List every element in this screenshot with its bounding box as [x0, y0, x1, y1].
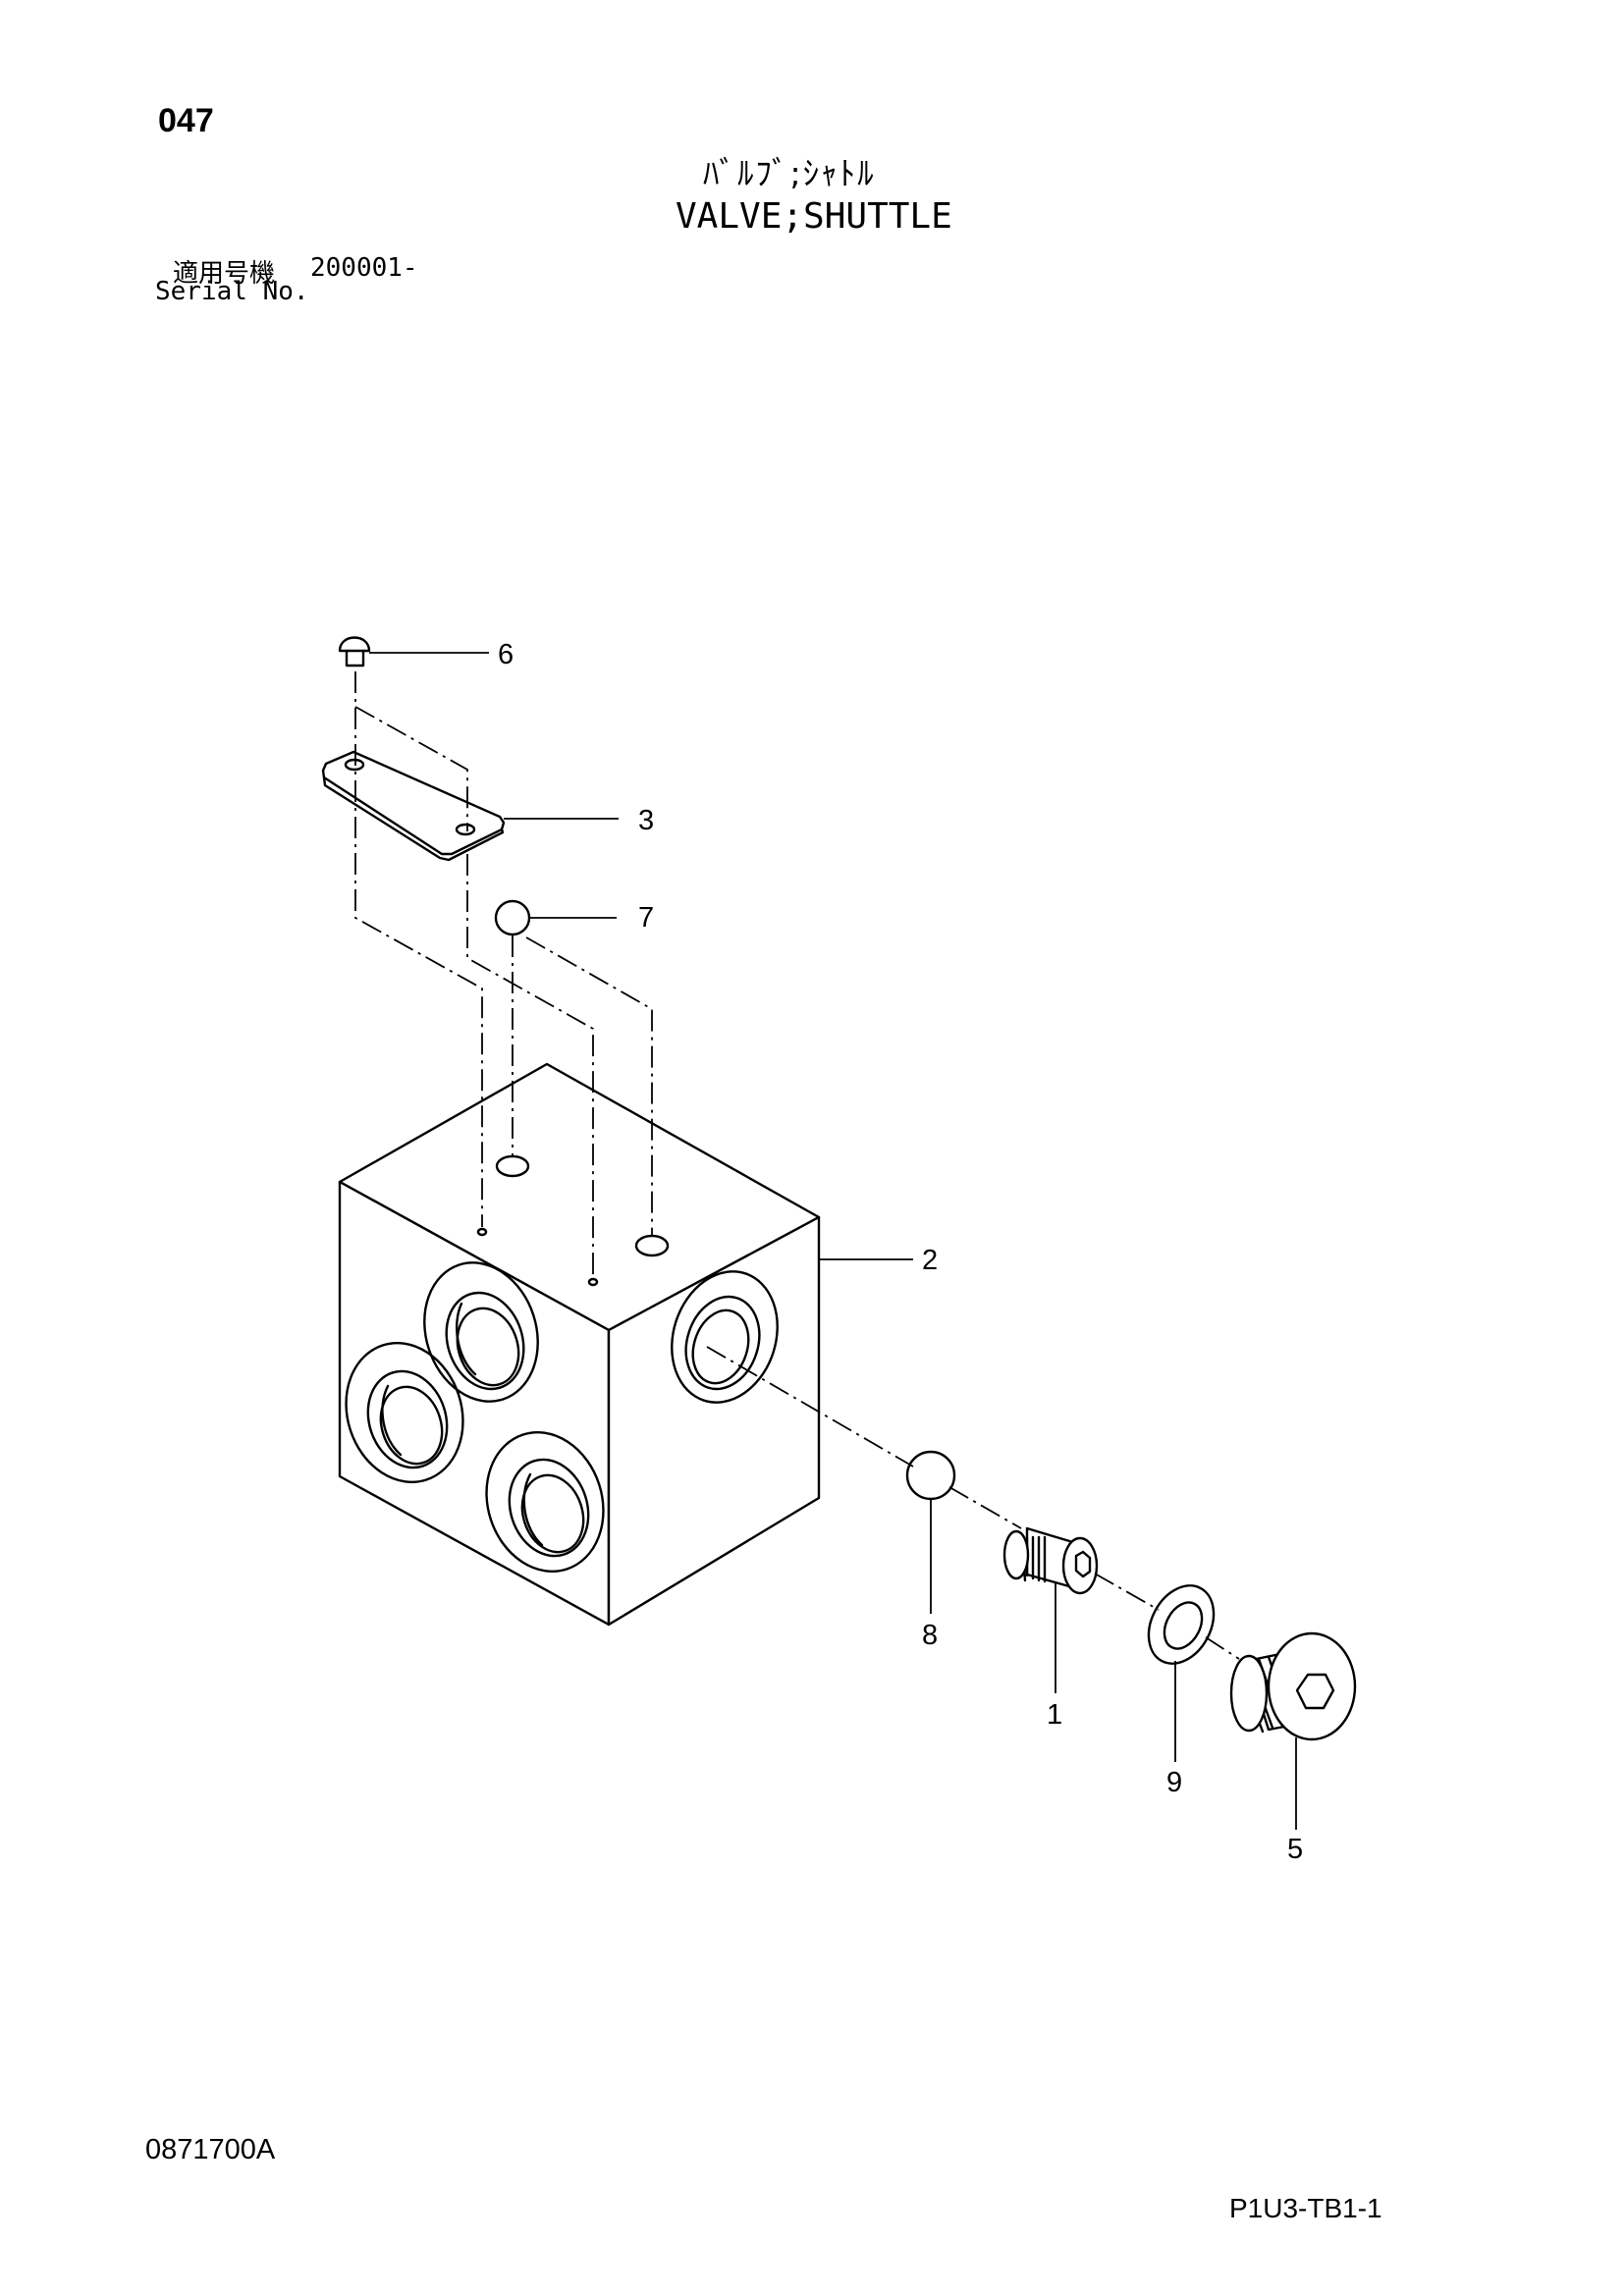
- drawing-number: 0871700A: [145, 2134, 276, 2165]
- callout-5: 5: [1287, 1834, 1304, 1865]
- serial-label-english: Serial No.: [155, 277, 309, 306]
- callout-1: 1: [1047, 1699, 1063, 1731]
- small-plug-part: [1002, 1526, 1099, 1595]
- plate-part: [321, 750, 506, 862]
- title-english: VALVE;SHUTTLE: [676, 196, 952, 237]
- callout-9: 9: [1166, 1767, 1183, 1798]
- title-japanese: ﾊﾞﾙﾌﾞ;ｼｬﾄﾙ: [703, 154, 876, 192]
- page-number: 047: [158, 102, 214, 139]
- large-plug-part: [1229, 1631, 1357, 1741]
- screw-part: [338, 636, 371, 667]
- o-ring-part: [1147, 1584, 1216, 1665]
- valve-body-part: [338, 1062, 821, 1627]
- callout-8: 8: [922, 1620, 939, 1651]
- callout-2: 2: [922, 1245, 939, 1276]
- ball-part-7: [494, 899, 531, 936]
- ball-part-8: [905, 1450, 956, 1501]
- callout-3: 3: [638, 805, 655, 836]
- callout-7: 7: [638, 902, 655, 934]
- page-code: P1U3-TB1-1: [1229, 2193, 1382, 2223]
- serial-label-japanese: 適用号機: [173, 259, 276, 289]
- serial-range: 200001-: [310, 253, 418, 283]
- callout-6: 6: [498, 639, 514, 670]
